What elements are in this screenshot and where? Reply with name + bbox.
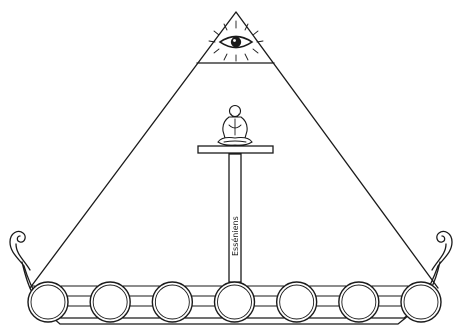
pole: Esséniens — [229, 154, 241, 282]
shield — [90, 282, 130, 322]
shield — [339, 282, 379, 322]
shields-row — [28, 282, 441, 322]
shield — [401, 282, 441, 322]
all-seeing-eye-icon — [209, 21, 263, 61]
shield — [277, 282, 317, 322]
meditating-figure-icon — [218, 106, 252, 146]
shield — [152, 282, 192, 322]
shield — [28, 282, 68, 322]
shield — [215, 282, 255, 322]
pole-label: Esséniens — [230, 216, 240, 256]
platform — [198, 146, 273, 153]
